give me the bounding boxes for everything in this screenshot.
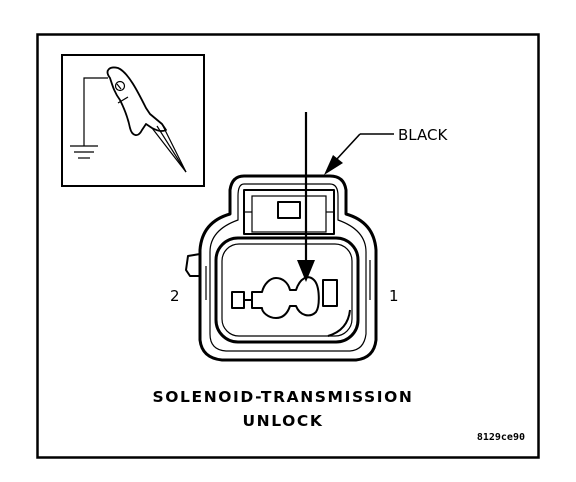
- connector-shell-inner: [209, 183, 367, 352]
- ground-wire: [83, 77, 108, 146]
- ground-symbol-icon: [70, 145, 98, 159]
- component-title-line2: UNLOCK: [242, 412, 323, 430]
- wire-color-label: BLACK: [398, 126, 448, 144]
- pin-number-right: 1: [389, 287, 399, 305]
- locking-tab: [243, 189, 335, 235]
- connector-terminals: [231, 276, 320, 319]
- component-title-line1: SOLENOID-TRANSMISSION: [152, 388, 413, 406]
- connector-face: [185, 174, 378, 362]
- wire-color-callout: [324, 133, 394, 175]
- test-probe-icon: [106, 66, 187, 173]
- terminal-pin-1-socket: [322, 279, 338, 307]
- side-latch: [185, 253, 201, 277]
- pin-number-left: 2: [170, 287, 180, 305]
- callout-arrowhead-icon: [324, 155, 343, 175]
- connector-shell: [198, 174, 378, 362]
- ground-probe-icon: [61, 54, 205, 187]
- figure-code: 8129ce90: [477, 432, 525, 443]
- probe-arrow-icon: [297, 112, 315, 282]
